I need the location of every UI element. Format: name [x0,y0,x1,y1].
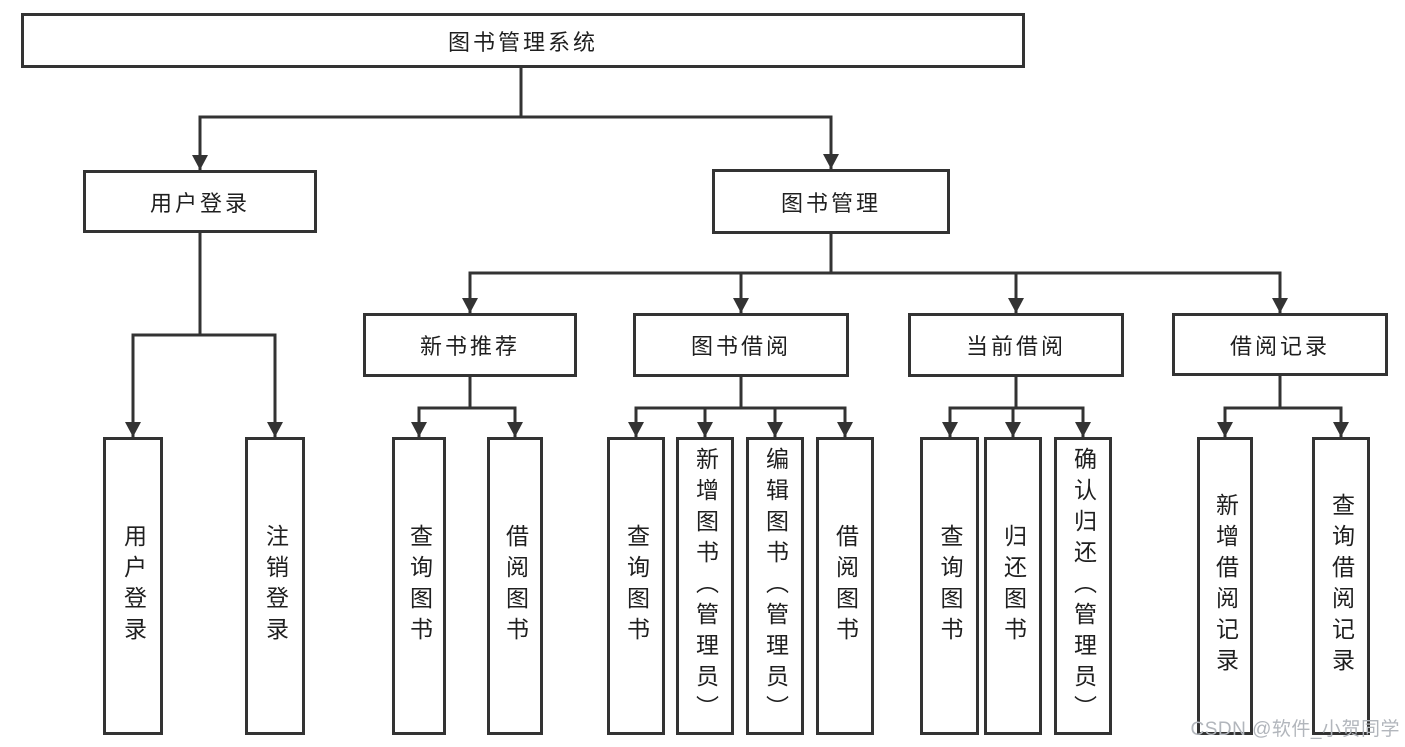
leaf-borrow-add-books: 新增图书（管理员） [676,437,734,735]
leaf-records-query-record: 查询借阅记录 [1312,437,1370,735]
connector-userlogin-to-leaf-login [125,233,202,437]
leaf-recommend-query-books: 查询图书 [392,437,446,735]
connector-records-to-add [1217,376,1282,437]
leaf-logout: 注销登录 [245,437,305,735]
connector-current-to-query [942,377,1018,437]
leaf-borrow-borrow-books: 借阅图书 [816,437,874,735]
node-book-management: 图书管理 [712,169,950,234]
connector-borrow-to-borrow [739,377,853,437]
connector-borrow-to-add [697,377,743,437]
node-library-system: 图书管理系统 [21,13,1025,68]
leaf-current-query-books: 查询图书 [920,437,979,735]
connector-mgmt-to-borrow-records [829,234,1288,313]
connector-root-to-user-login [192,68,523,170]
leaf-current-return-books: 归还图书 [984,437,1042,735]
node-book-borrow: 图书借阅 [633,313,849,377]
leaf-user-login: 用户登录 [103,437,163,735]
connector-userlogin-to-leaf-logout [198,233,283,437]
connector-root-to-book-management [519,68,839,169]
connector-mgmt-to-book-borrow [733,234,833,313]
node-user-login: 用户登录 [83,170,317,233]
leaf-records-add-record: 新增借阅记录 [1197,437,1253,735]
leaf-borrow-query-books: 查询图书 [607,437,665,735]
node-new-book-recommend: 新书推荐 [363,313,577,377]
connector-current-to-confirm [1014,377,1091,437]
leaf-current-confirm-return: 确认归还（管理员） [1054,437,1112,735]
connector-records-to-query [1278,376,1349,437]
leaf-recommend-borrow-books: 借阅图书 [487,437,543,735]
node-borrow-records: 借阅记录 [1172,313,1388,376]
connector-recommend-to-query [411,377,472,437]
csdn-watermark: CSDN @软件_小贺同学 [1190,719,1400,740]
node-current-borrow: 当前借阅 [908,313,1124,377]
connector-recommend-to-borrow [468,377,523,437]
leaf-borrow-edit-books: 编辑图书（管理员） [746,437,804,735]
